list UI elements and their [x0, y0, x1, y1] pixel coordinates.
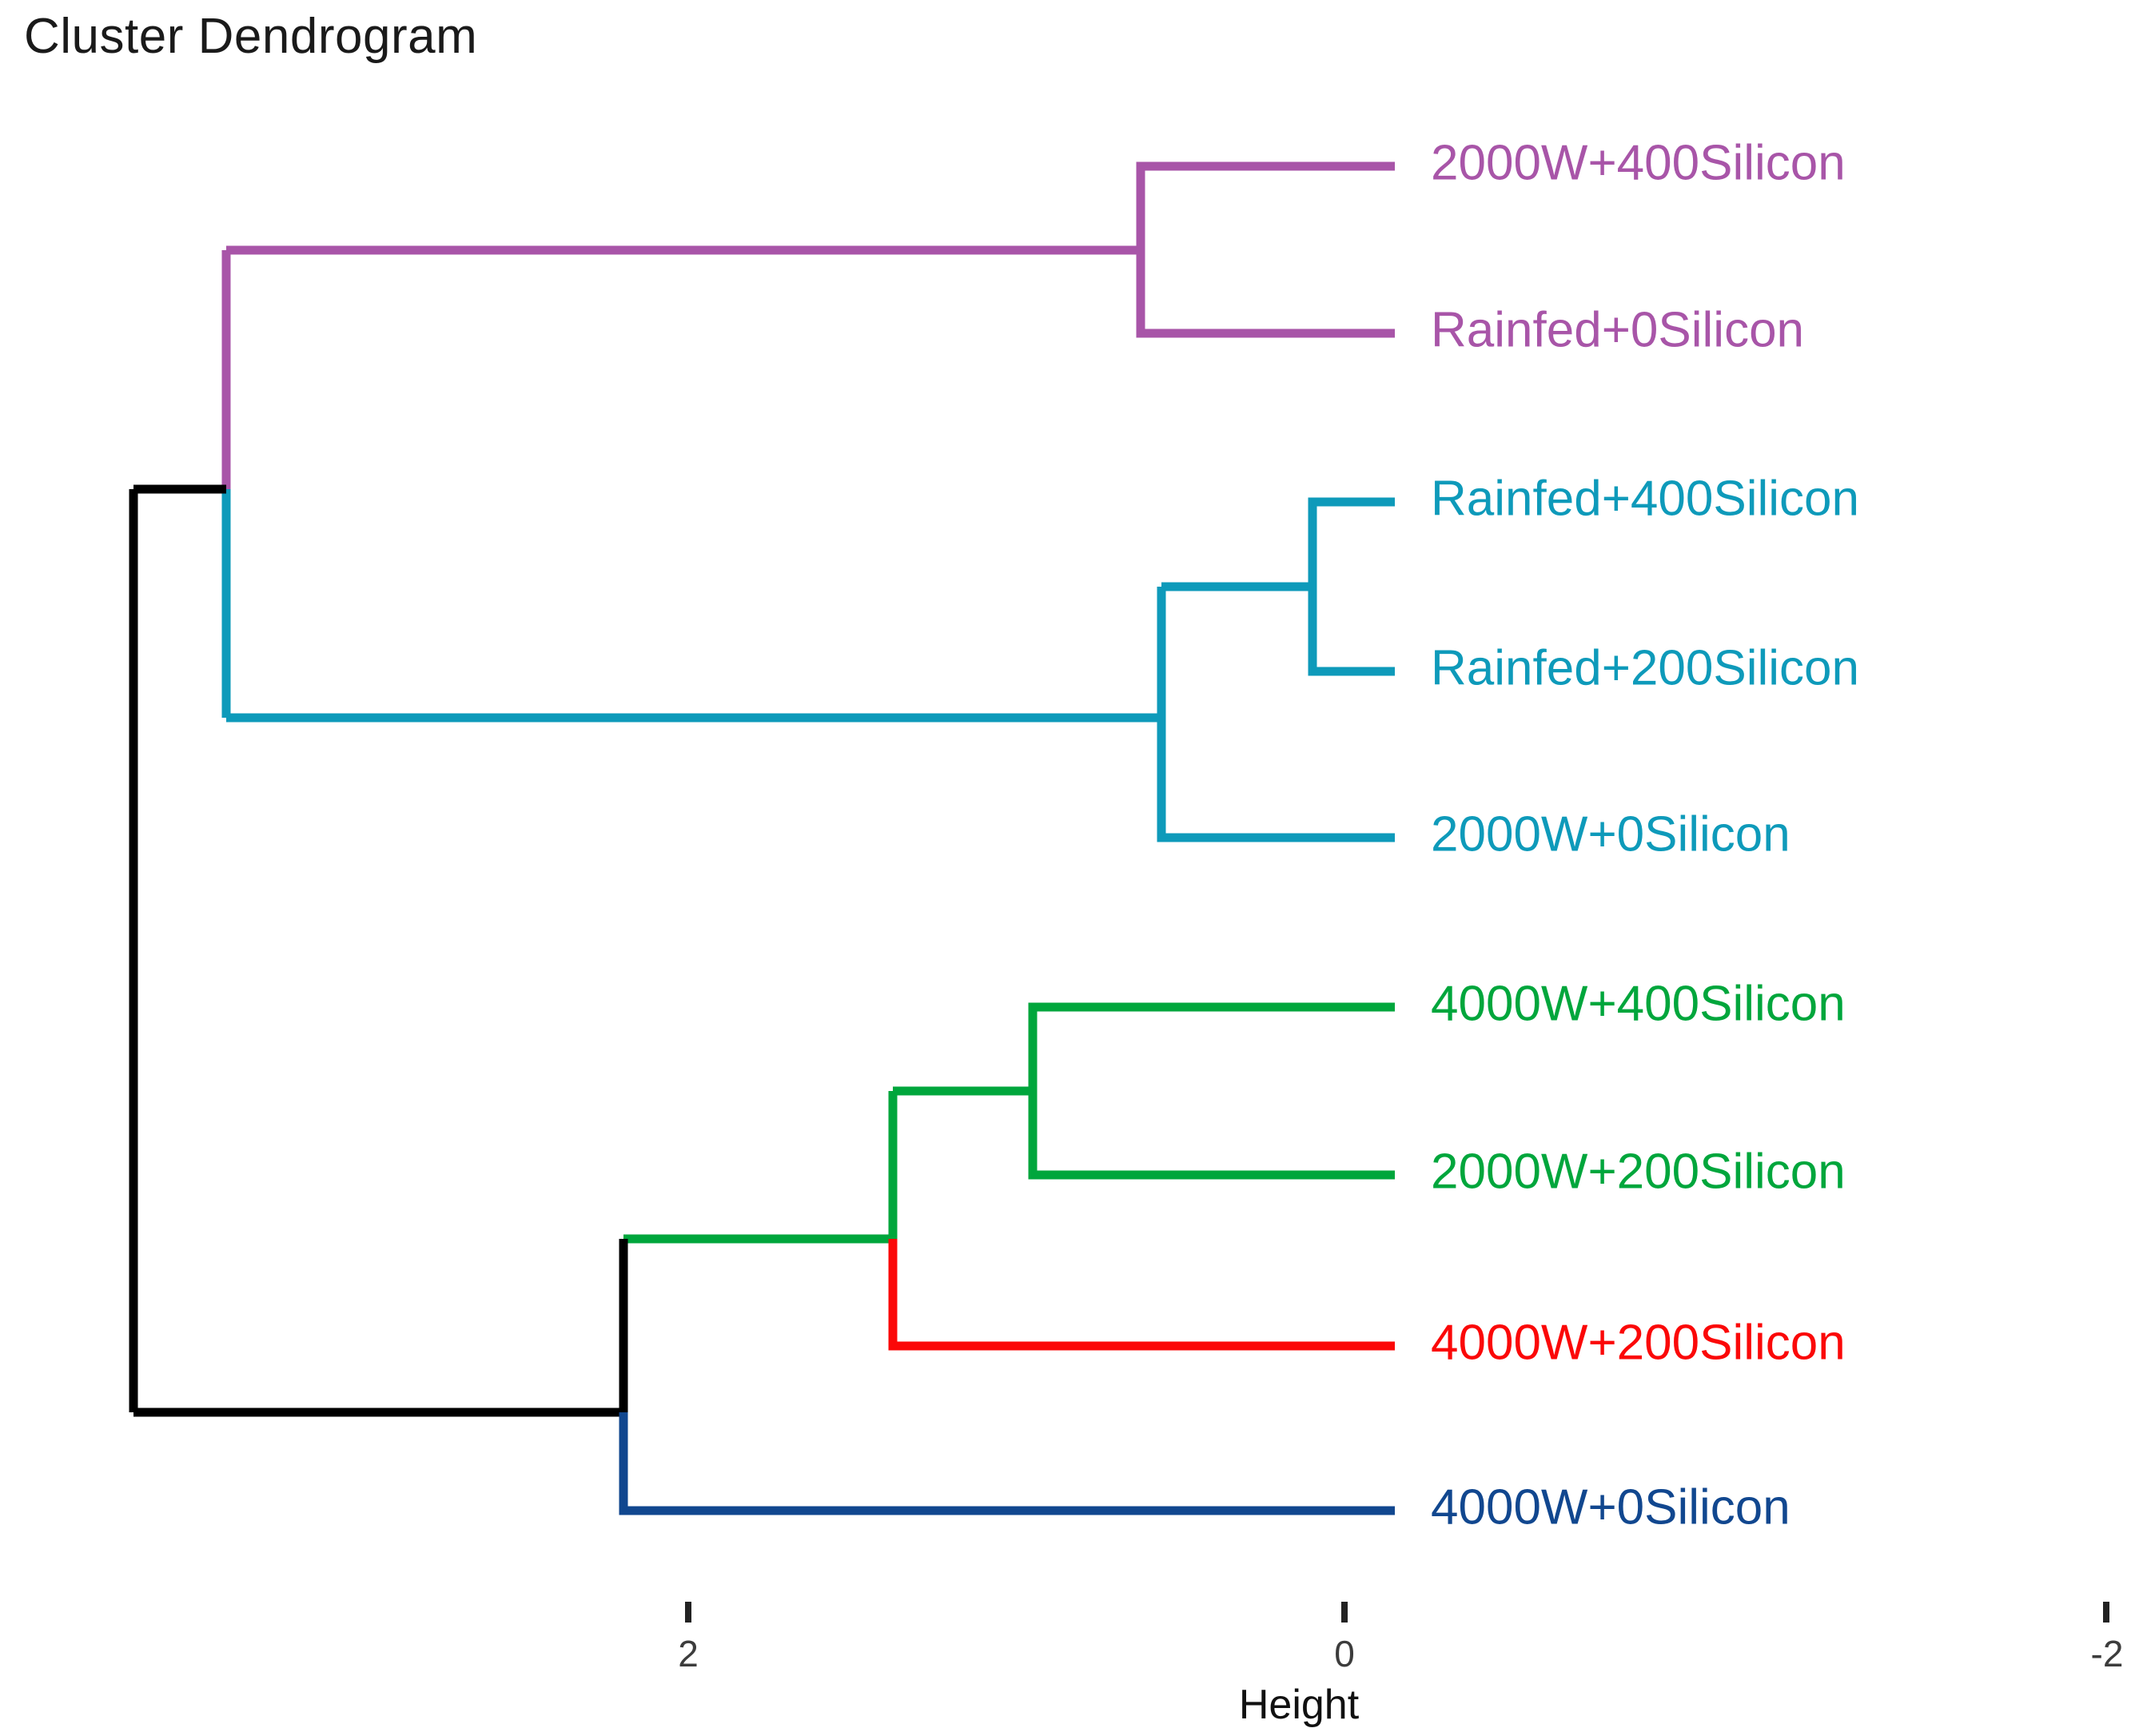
x-axis: 2 0 -2 Height [678, 1602, 2123, 1728]
leaf-label-group: 2000W+400Silicon Rainfed+0Silicon Rainfe… [1431, 135, 1859, 1535]
cluster-green [623, 1002, 1395, 1244]
page-title: Cluster Dendrogram [24, 9, 478, 64]
leaf-label-4000W-400Silicon: 4000W+400Silicon [1431, 976, 1846, 1031]
cluster-teal [221, 489, 1395, 842]
leaf-label-2000W-200Silicon: 2000W+200Silicon [1431, 1144, 1846, 1199]
cluster-red [888, 1239, 1395, 1351]
cluster-blue [619, 1412, 1395, 1515]
leaf-label-Rainfed-0Silicon: Rainfed+0Silicon [1431, 302, 1804, 357]
x-axis-title: Height [1239, 1682, 1360, 1728]
leaf-branch-rainfed-400-200 [1308, 497, 1395, 676]
leaf-label-4000W-200Silicon: 4000W+200Silicon [1431, 1315, 1846, 1370]
x-tick-label-0: 0 [1334, 1633, 1355, 1674]
leaf-branch-4000W-400-2000W-200 [1028, 1002, 1395, 1180]
cluster-purple [221, 161, 1395, 489]
leaf-label-2000W-0Silicon: 2000W+0Silicon [1431, 806, 1790, 862]
leaf-branch-4000W-0Silicon [619, 1412, 1395, 1515]
leaf-label-Rainfed-200Silicon: Rainfed+200Silicon [1431, 640, 1859, 695]
root-upper [129, 484, 623, 1417]
x-tick-label-2: 2 [678, 1633, 699, 1674]
x-tick-label-minus2: -2 [2091, 1633, 2124, 1674]
leaf-label-4000W-0Silicon: 4000W+0Silicon [1431, 1479, 1790, 1535]
leaf-label-2000W-400Silicon: 2000W+400Silicon [1431, 135, 1846, 190]
leaf-label-Rainfed-400Silicon: Rainfed+400Silicon [1431, 471, 1859, 526]
merge-teal-triple [1157, 587, 1395, 842]
leaf-branch-4000W-200Silicon [888, 1239, 1395, 1351]
leaf-branch-2000W-400Silicon [1136, 161, 1395, 338]
